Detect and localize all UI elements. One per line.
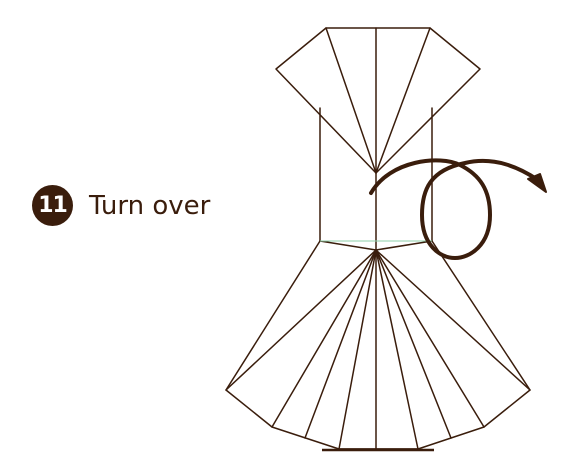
step-instruction: Turn over: [89, 190, 211, 221]
collar: [275, 27, 481, 174]
step-number-badge: 11: [32, 185, 73, 226]
step-label: 11 Turn over: [32, 185, 210, 226]
turn-over-arrow-icon: [369, 158, 547, 261]
skirt: [225, 240, 531, 450]
